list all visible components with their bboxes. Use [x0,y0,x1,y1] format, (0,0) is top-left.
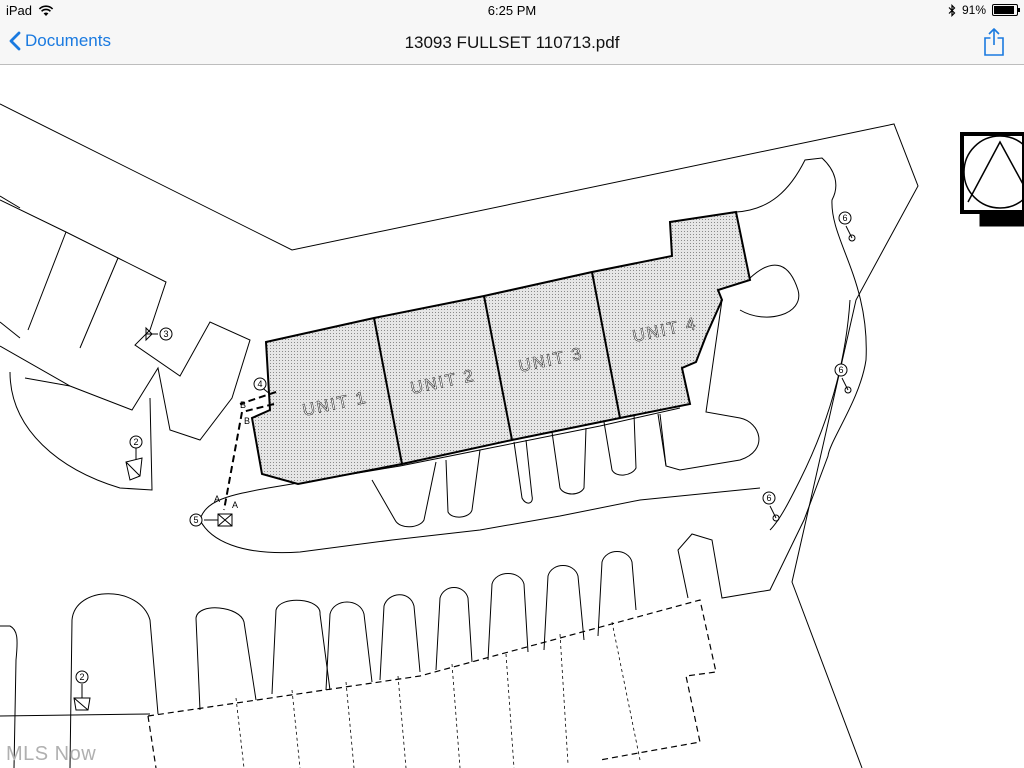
site-plan-drawing: UNIT 1 UNIT 2 UNIT 3 UNIT 4 A A B B [0,103,1024,768]
wifi-icon [38,4,54,16]
callout-6-label: 6 [842,213,847,223]
callout-3-label: 3 [163,329,168,339]
chevron-left-icon [9,31,21,51]
proposed-parking-outline [147,599,717,768]
back-button[interactable]: Documents [8,31,111,51]
section-marker-a: A [214,494,220,504]
battery-percent: 91% [961,3,986,17]
callout-labels: 2 3 4 5 6 6 6 2 [75,211,852,684]
watermark: MLS Now [6,743,97,765]
share-icon[interactable] [982,27,1006,57]
stall-dividers [235,621,641,768]
callout-2-label: 2 [79,672,84,682]
pdf-page-view[interactable]: UNIT 1 UNIT 2 UNIT 3 UNIT 4 A A B B [0,65,1024,768]
callout-2-label: 2 [133,437,138,447]
navigation-bar: Documents 13093 FULLSET 110713.pdf [0,22,1024,65]
back-label: Documents [25,31,111,50]
callout-4-label: 4 [257,379,262,389]
clock: 6:25 PM [487,3,537,18]
bluetooth-icon [948,3,956,17]
callout-6-label: 6 [766,493,771,503]
section-marker-b: B [244,416,250,426]
site-lines [0,103,919,768]
battery-icon [992,4,1020,16]
battery-fill [994,6,1014,14]
section-marker-b: B [240,400,246,410]
section-marker-a: A [232,500,238,510]
document-title: 13093 FULLSET 110713.pdf [404,33,620,52]
section-markers: A A B B [214,400,250,510]
status-right: 91% [948,3,1020,17]
callout-symbols [73,132,1024,711]
status-bar: iPad 6:25 PM 91% [0,0,1024,22]
status-left: iPad [6,3,54,18]
callout-5-label: 5 [193,515,198,525]
callout-6-label: 6 [838,365,843,375]
device-label: iPad [6,3,33,18]
building-units [250,210,752,486]
